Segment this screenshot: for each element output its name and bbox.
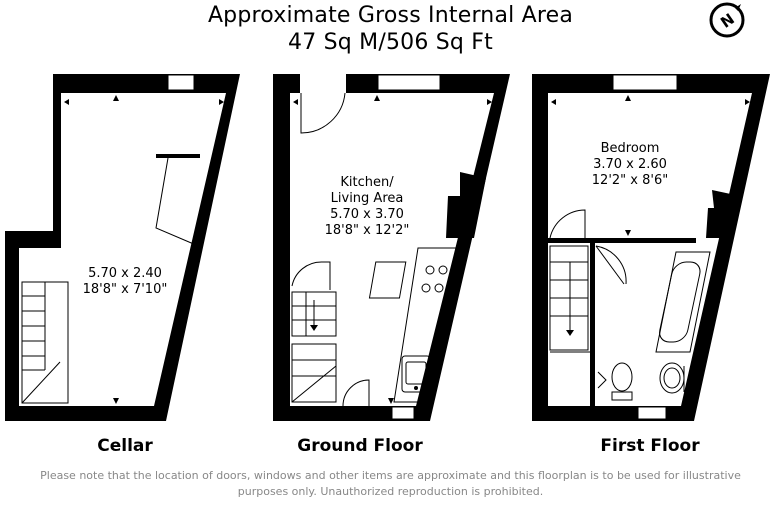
disclaimer-line2: purposes only. Unauthorized reproduction…	[237, 485, 544, 498]
cellar-room-label: 5.70 x 2.40 18'8" x 7'10"	[70, 266, 180, 298]
disclaimer: Please note that the location of doors, …	[20, 468, 761, 500]
kitchen-dims-ft: 18'8" x 12'2"	[324, 223, 410, 238]
basin-icon	[659, 362, 685, 394]
title-area-value: 47 Sq M/506 Sq Ft	[288, 30, 493, 55]
disclaimer-line1: Please note that the location of doors, …	[40, 469, 741, 482]
sink-icon	[401, 355, 431, 393]
floor-label-first: First Floor	[600, 436, 700, 456]
hob-icon	[368, 261, 448, 299]
ground-floor-plan	[273, 74, 510, 421]
compass-letter: N	[717, 10, 738, 32]
cellar-dims-ft: 18'8" x 7'10"	[82, 282, 168, 297]
bedroom-name: Bedroom	[600, 141, 660, 156]
ground-stairs	[291, 291, 337, 403]
first-floor-plan	[532, 74, 770, 421]
bath-icon	[655, 251, 711, 353]
toilet-icon	[611, 362, 633, 401]
kitchen-name-line1: Kitchen/	[340, 175, 394, 190]
kitchen-dims-m: 5.70 x 3.70	[330, 207, 404, 222]
cellar-stairs	[21, 281, 69, 404]
title-area-label: Approximate Gross Internal Area	[207, 3, 574, 28]
first-stairs	[549, 245, 590, 353]
kitchen-name-line2: Living Area	[330, 191, 404, 206]
kitchen-room-label: Kitchen/ Living Area 5.70 x 3.70 18'8" x…	[312, 175, 422, 239]
floor-label-ground: Ground Floor	[297, 436, 423, 456]
north-compass-icon: N	[709, 2, 745, 38]
cellar-dims-m: 5.70 x 2.40	[88, 266, 162, 281]
floor-label-cellar: Cellar	[97, 436, 153, 456]
bedroom-room-label: Bedroom 3.70 x 2.60 12'2" x 8'6"	[580, 141, 680, 189]
bedroom-dims-m: 3.70 x 2.60	[593, 157, 667, 172]
bedroom-dims-ft: 12'2" x 8'6"	[591, 173, 669, 188]
cellar-plan	[5, 74, 240, 421]
